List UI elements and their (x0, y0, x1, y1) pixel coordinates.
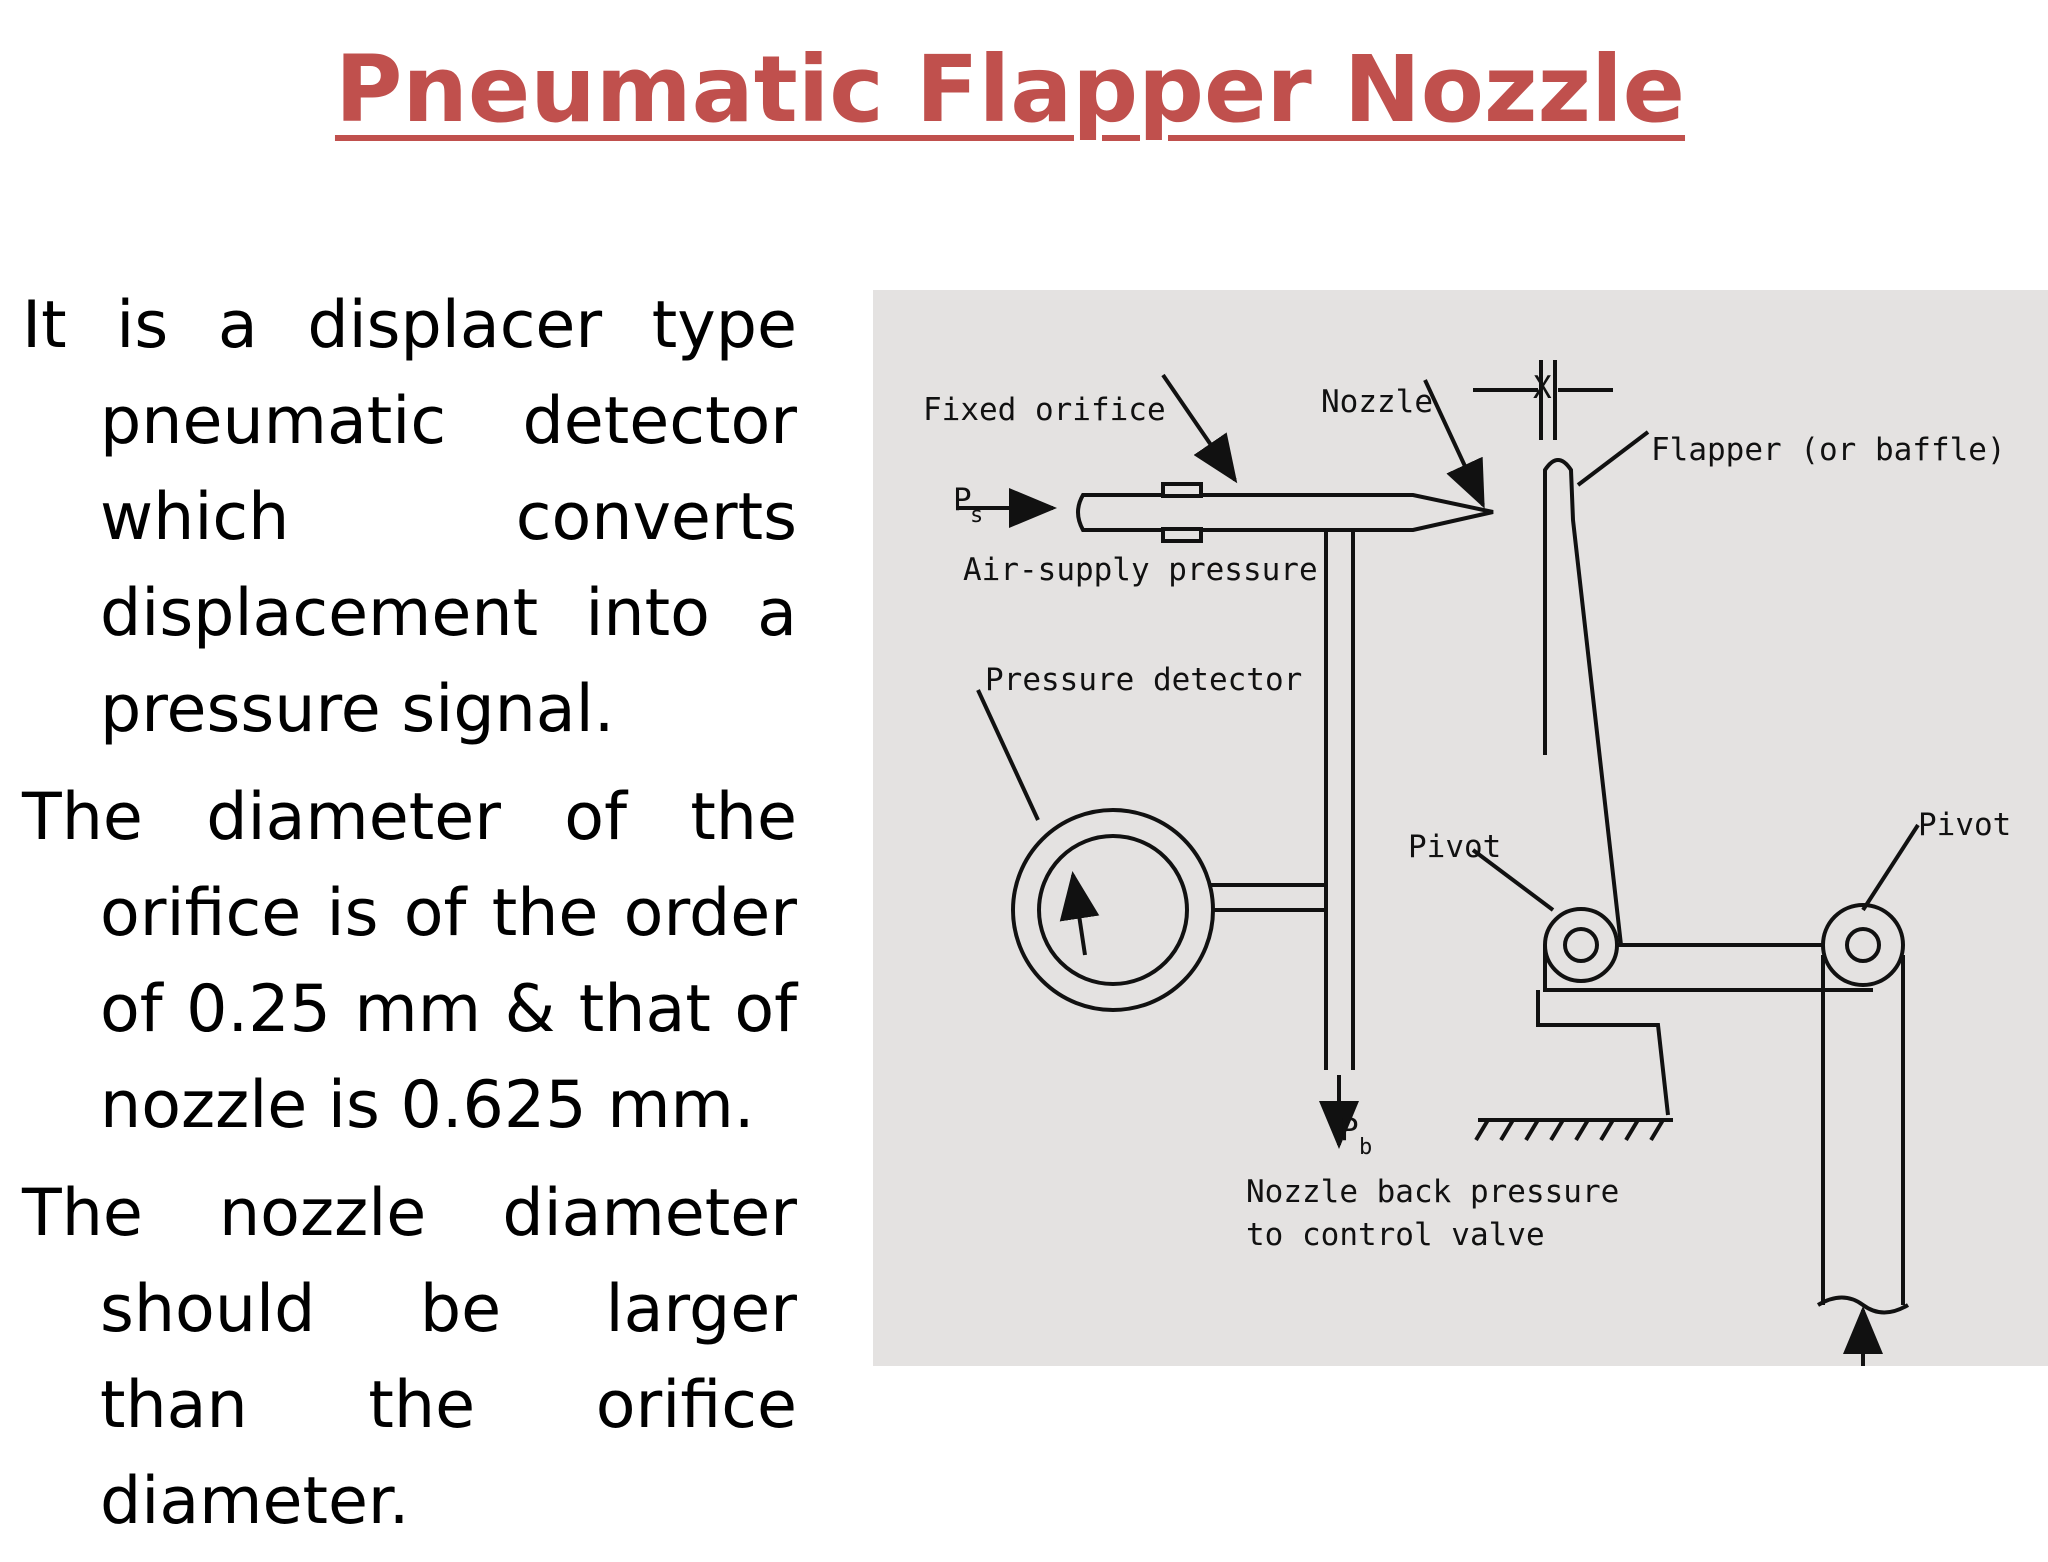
bullet-item: The nozzle diameter should be larger tha… (22, 1176, 797, 1539)
label-nozzle: Nozzle (1321, 384, 1433, 420)
label-gap: X (1533, 370, 1552, 406)
label-pivot-right: Pivot (1918, 807, 2011, 843)
pivot-left (1543, 907, 1619, 983)
label-pivot-left: Pivot (1408, 829, 1501, 865)
fixed-orifice (1161, 482, 1203, 498)
flapper (1543, 458, 1624, 947)
flapper-nozzle-diagram: Fixed orifice Nozzle X Flapper (or baffl… (873, 290, 2048, 1366)
output-pipe (1324, 530, 1355, 1070)
label-pb-subscript: b (1359, 1135, 1372, 1160)
pivot-right (1821, 903, 1905, 987)
bullet-item: The diameter of the orifice is of the or… (22, 780, 797, 1143)
label-to-control-valve: to control valve (1246, 1217, 1545, 1253)
diagram-svg: Fixed orifice Nozzle X Flapper (or baffl… (923, 360, 2011, 1366)
label-fixed-orifice: Fixed orifice (923, 392, 1166, 428)
pressure-gauge (1011, 808, 1215, 1012)
label-flapper: Flapper (or baffle) (1651, 432, 2006, 468)
label-ps: P (953, 482, 972, 518)
label-nozzle-back-pressure: Nozzle back pressure (1246, 1174, 1619, 1210)
ground-hatch (1474, 1118, 1673, 1142)
label-air-supply: Air-supply pressure (963, 552, 1318, 588)
label-pressure-detector: Pressure detector (985, 662, 1302, 698)
pivot-link (1821, 955, 1905, 1305)
label-pb: P (1340, 1112, 1359, 1148)
gap-dimension (1473, 360, 1613, 440)
fixed-orifice (1161, 527, 1203, 543)
bullet-item: It is a displacer type pneumatic detecto… (22, 288, 797, 747)
label-ps-subscript: s (970, 503, 983, 528)
bullet-list: It is a displacer type pneumatic detecto… (22, 278, 797, 1562)
pivot-support (1536, 990, 1670, 1116)
slide-title: Pneumatic Flapper Nozzle (334, 36, 1686, 143)
supply-tube (1076, 493, 1494, 532)
